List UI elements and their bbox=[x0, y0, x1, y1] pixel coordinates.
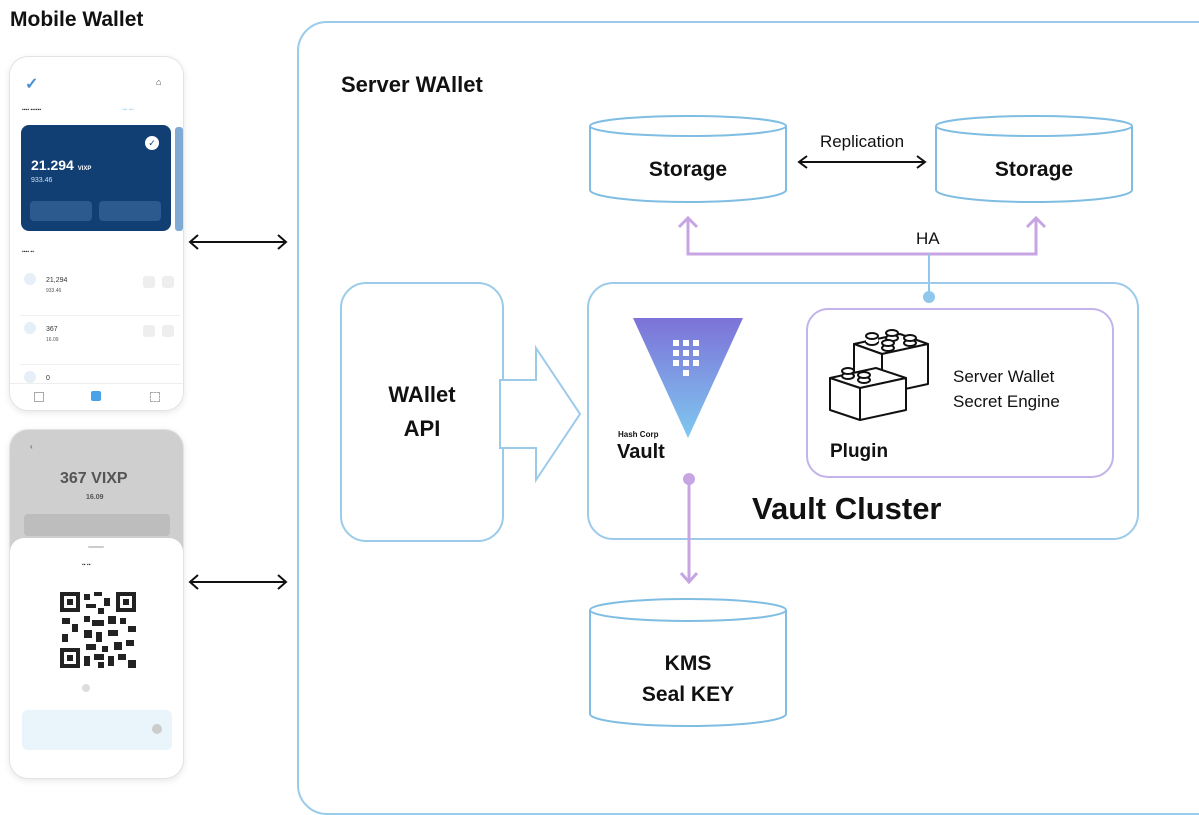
vault-cluster-box bbox=[587, 282, 1139, 540]
replication-label: Replication bbox=[819, 132, 905, 151]
list-item[interactable]: 21,294 933.46 bbox=[20, 267, 180, 315]
network-badge bbox=[82, 684, 90, 692]
ha-connector bbox=[677, 215, 1047, 303]
send-button[interactable] bbox=[30, 201, 92, 221]
phone2-server-arrow bbox=[188, 574, 288, 590]
asset-value: 21,294 bbox=[46, 277, 68, 284]
receive-button[interactable] bbox=[99, 201, 161, 221]
asset-list: 21,294 933.46 367 16.09 0 bbox=[20, 267, 180, 405]
vault-brand: Hash Corp bbox=[618, 430, 659, 439]
bottom-nav bbox=[10, 383, 183, 410]
api-to-cluster-arrow bbox=[499, 344, 582, 484]
asset-value: 367 bbox=[46, 326, 58, 333]
card-check-icon: ✓ bbox=[145, 136, 159, 150]
asset-action-icon[interactable] bbox=[162, 325, 174, 337]
balance-card: ✓ 21.294 VIXP 933.46 bbox=[21, 125, 171, 231]
balance-sub: 933.46 bbox=[31, 177, 53, 184]
asset-action-icon[interactable] bbox=[143, 276, 155, 288]
mobile-wallet-receive-screen: ‹ 367 VIXP 16.09 ▪▪ ▪▪ bbox=[10, 430, 183, 778]
bell-icon[interactable]: ⌂ bbox=[156, 77, 162, 87]
asset-action-icon[interactable] bbox=[143, 325, 155, 337]
engine-label: Server Wallet Secret Engine bbox=[953, 367, 1060, 411]
nav-wallet-icon[interactable] bbox=[91, 391, 101, 401]
amount-sub: 16.09 bbox=[86, 494, 104, 501]
address-strip bbox=[24, 514, 170, 536]
asset-sub: 933.46 bbox=[46, 288, 62, 294]
plugin-box bbox=[806, 308, 1114, 478]
sheet-title: ▪▪ ▪▪ bbox=[82, 562, 91, 568]
wallet-api-label: WAllet API bbox=[388, 382, 456, 441]
asset-icon bbox=[24, 371, 36, 383]
receive-sheet: ▪▪ ▪▪ bbox=[10, 538, 183, 778]
section-header: ▪▪▪▪ ▪▪▪▪▪▪ bbox=[22, 107, 42, 113]
storage-right-label: Storage bbox=[994, 158, 1074, 181]
storage-left-cylinder bbox=[589, 115, 787, 203]
asset-value: 0 bbox=[46, 375, 50, 382]
plugin-label: Plugin bbox=[830, 441, 889, 462]
list-item[interactable]: 367 16.09 bbox=[20, 315, 180, 364]
asset-section-header: ▪▪▪▪ ▪▪ bbox=[22, 249, 35, 255]
qr-code bbox=[58, 590, 138, 670]
vault-logo-icon bbox=[633, 318, 743, 438]
list-item[interactable]: 0 bbox=[20, 364, 180, 405]
vault-to-kms-arrow bbox=[679, 473, 699, 585]
asset-sub: 16.09 bbox=[46, 337, 59, 343]
mobile-wallet-home-screen: ✓ ⌂ ▪▪▪▪ ▪▪▪▪▪▪ ▫▫▫ ▫▫▫ ✓ 21.294 VIXP 93… bbox=[10, 57, 183, 410]
back-icon[interactable]: ‹ bbox=[30, 442, 33, 451]
vault-cluster-label: Vault Cluster bbox=[752, 491, 942, 526]
mobile-wallet-title: Mobile Wallet bbox=[10, 8, 144, 31]
card-scroll-edge bbox=[175, 127, 183, 231]
nav-home-icon[interactable] bbox=[34, 392, 44, 402]
asset-icon bbox=[24, 273, 36, 285]
wallet-api-box bbox=[340, 282, 504, 542]
plugin-blocks-icon bbox=[829, 329, 929, 421]
asset-action-icon[interactable] bbox=[162, 276, 174, 288]
storage-left-label: Storage bbox=[648, 158, 728, 181]
kms-cylinder bbox=[589, 598, 787, 727]
kms-label: KMS Seal KEY bbox=[641, 652, 735, 706]
server-wallet-title: Server WAllet bbox=[341, 72, 483, 97]
address-box[interactable] bbox=[22, 710, 172, 750]
sheet-handle bbox=[88, 546, 104, 548]
replication-arrow bbox=[797, 155, 927, 169]
vault-name: Vault bbox=[617, 441, 665, 463]
app-logo: ✓ bbox=[25, 76, 39, 93]
balance-value: 21.294 VIXP bbox=[31, 157, 92, 173]
asset-icon bbox=[24, 322, 36, 334]
section-actions[interactable]: ▫▫▫ ▫▫▫ bbox=[122, 107, 135, 113]
phone1-server-arrow bbox=[188, 234, 288, 250]
amount-display: 367 VIXP bbox=[60, 470, 128, 487]
nav-menu-icon[interactable] bbox=[150, 392, 160, 402]
storage-right-cylinder bbox=[935, 115, 1133, 203]
copy-icon[interactable] bbox=[152, 724, 162, 734]
ha-label: HA bbox=[916, 229, 940, 248]
